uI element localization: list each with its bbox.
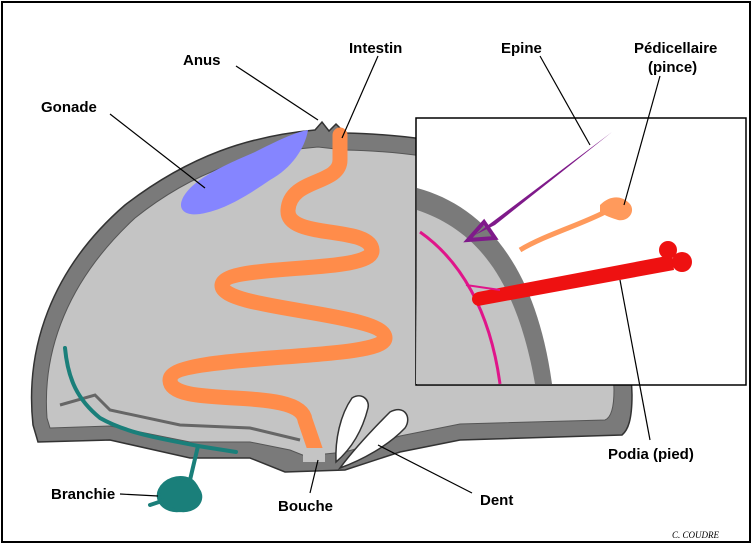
label-anus: Anus: [183, 52, 221, 69]
mouth-opening: [303, 448, 325, 462]
label-dent: Dent: [480, 492, 513, 509]
label-gonade: Gonade: [41, 99, 97, 116]
author-credit: C. COUDRE: [672, 530, 720, 540]
label-branchie: Branchie: [51, 486, 115, 503]
label-podia: Podia (pied): [608, 446, 694, 463]
label-epine: Epine: [501, 40, 542, 57]
label-bouche: Bouche: [278, 498, 333, 515]
label-intestin: Intestin: [349, 40, 402, 57]
label-pedicellaire: Pédicellaire: [634, 40, 717, 57]
label-pince: (pince): [648, 59, 697, 76]
inset-magnification: [416, 118, 746, 385]
